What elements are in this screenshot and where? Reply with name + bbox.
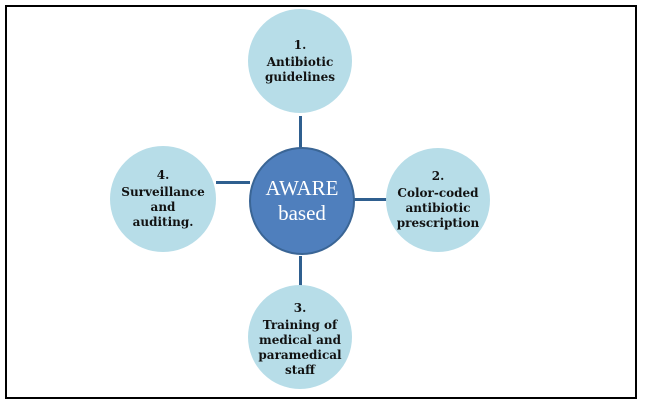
- connector-right: [353, 198, 389, 201]
- node-color-coded-prescription: 2. Color-coded antibiotic prescription: [386, 148, 490, 252]
- center-node-aware: AWARE based: [249, 147, 355, 255]
- node-surveillance-auditing: 4. Surveillance and auditing.: [110, 146, 216, 252]
- node-antibiotic-guidelines: 1. Antibiotic guidelines: [248, 9, 352, 113]
- node-number: 4.: [156, 168, 170, 182]
- node-label: Antibiotic guidelines: [265, 54, 335, 84]
- node-label: Training of medical and paramedical staf…: [258, 317, 342, 377]
- node-number: 3.: [293, 300, 307, 315]
- connector-left: [216, 181, 250, 184]
- diagram-frame: [5, 5, 637, 399]
- node-staff-training: 3. Training of medical and paramedical s…: [248, 285, 352, 389]
- connector-bottom: [299, 256, 302, 286]
- node-label: Surveillance and auditing.: [121, 185, 205, 229]
- node-label: Color-coded antibiotic prescription: [396, 186, 480, 230]
- center-label: AWARE based: [265, 176, 339, 225]
- connector-top: [299, 116, 302, 148]
- node-number: 1.: [293, 37, 307, 52]
- node-number: 2.: [431, 169, 445, 183]
